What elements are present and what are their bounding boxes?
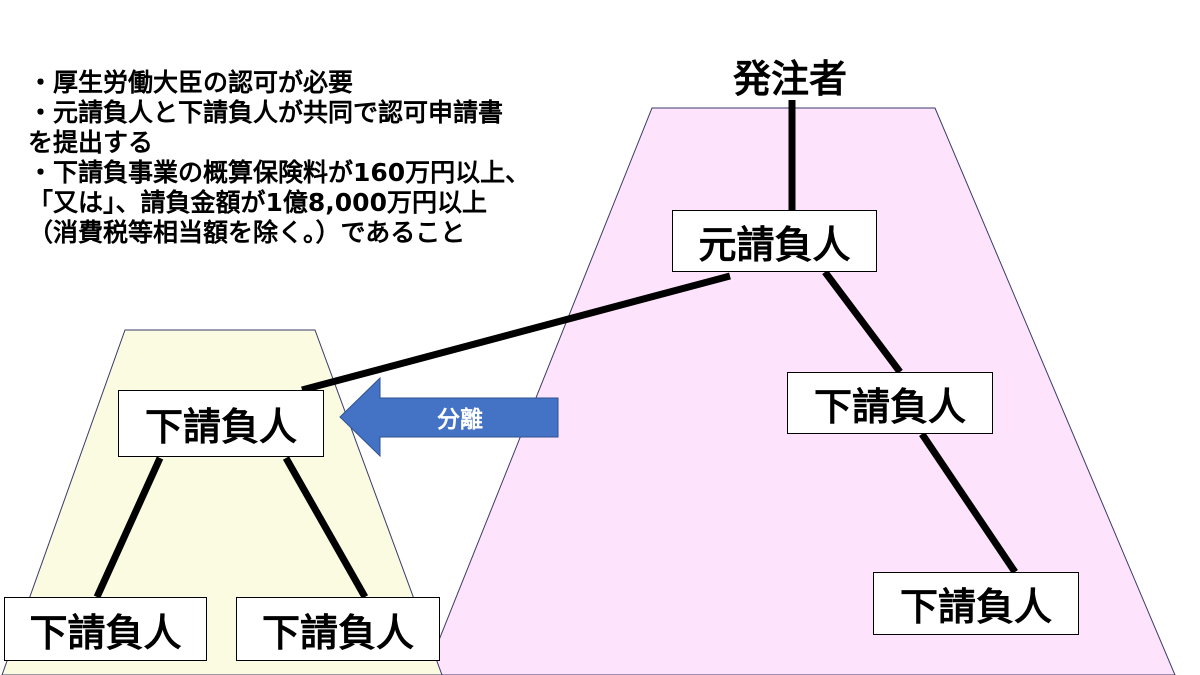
right-subcontractor-box: 下請負人	[236, 597, 440, 661]
requirements-list: ・厚生労働大臣の認可が必要 ・元請負人と下請負人が共同で認可申請書 を提出する …	[28, 68, 628, 248]
connector-separated-sub-to-left-sub	[93, 456, 164, 599]
requirement-line: ・元請負人と下請負人が共同で認可申請書	[28, 98, 504, 127]
requirement-line: （消費税等相当額を除く。）であること	[28, 218, 466, 247]
separation-arrow	[339, 376, 559, 458]
connector-prime-to-separated-sub	[301, 272, 731, 394]
connector-prime-to-sub-1	[822, 269, 903, 375]
connector-sub-1-to-sub-2	[919, 432, 1018, 574]
requirement-line: ・下請負事業の概算保険料が160万円以上、	[28, 158, 531, 187]
requirement-line: 「又は」、請負金額が1億8,000万円以上	[28, 188, 487, 217]
requirement-line: を提出する	[28, 128, 154, 157]
orderer-label: 発注者	[732, 57, 847, 101]
connector-separated-sub-to-right-sub	[282, 456, 369, 599]
requirement-line: ・厚生労働大臣の認可が必要	[28, 68, 354, 97]
left-subcontractor-box: 下請負人	[4, 597, 207, 661]
subcontractor-box-1: 下請負人	[787, 372, 993, 434]
separated-subcontractor-box: 下請負人	[118, 390, 324, 457]
prime-contractor-box: 元請負人	[672, 210, 877, 272]
subcontractor-box-2: 下請負人	[873, 572, 1079, 635]
separation-arrow-label: 分離	[437, 407, 483, 433]
yellow-region	[1, 329, 443, 675]
